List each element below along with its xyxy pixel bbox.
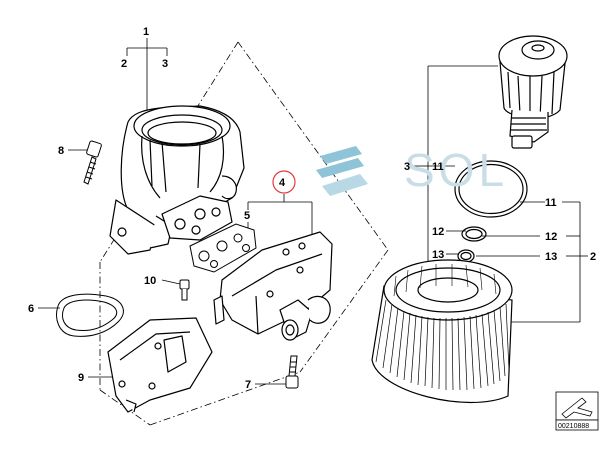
filter-cap-part-3 xyxy=(498,35,568,149)
callout-10: 10 xyxy=(144,275,156,287)
sol-watermark: SOL xyxy=(316,144,508,196)
bolt-part-7 xyxy=(285,355,299,389)
diagram-id-stamp: 00210888 xyxy=(555,391,599,431)
seal-part-12 xyxy=(461,226,487,242)
filter-pleats xyxy=(375,299,510,391)
callout-3: 3 xyxy=(162,58,168,70)
diagram-id: 00210888 xyxy=(558,423,589,430)
highlight-circle xyxy=(272,170,296,194)
arrow-stamp-icon xyxy=(561,397,593,419)
watermark-text: SOL xyxy=(404,144,508,196)
callout-right-2: 2 xyxy=(590,251,596,263)
callout-2: 2 xyxy=(121,58,127,70)
callout-right-12a: 12 xyxy=(432,226,444,238)
sol-watermark-icon xyxy=(316,146,368,196)
gasket-part-5 xyxy=(189,223,257,273)
oil-filter-housing xyxy=(109,105,245,255)
callout-right-3: 3 xyxy=(404,161,410,173)
callout-8: 8 xyxy=(58,145,64,157)
callout-right-13b: 13 xyxy=(545,251,557,263)
screw-part-10 xyxy=(179,279,190,301)
callout-right-11a: 11 xyxy=(432,161,444,173)
callout-9: 9 xyxy=(78,372,84,384)
oil-cooler-part-4 xyxy=(213,231,333,341)
bracket-part-9 xyxy=(107,317,213,413)
seal-part-6 xyxy=(56,293,124,337)
callout-4: 4 xyxy=(279,177,286,189)
callout-5: 5 xyxy=(244,210,250,222)
oring-part-11 xyxy=(454,160,528,218)
callout-labels: 1 2 3 4 5 6 7 8 9 10 3 11 12 13 11 12 13… xyxy=(28,26,596,391)
callout-1: 1 xyxy=(143,26,149,38)
callout-6: 6 xyxy=(28,303,34,315)
screw-part-8 xyxy=(83,140,102,185)
callout-right-12b: 12 xyxy=(545,231,557,243)
callout-right-13a: 13 xyxy=(432,249,444,261)
callout-right-11b: 11 xyxy=(545,197,557,209)
filter-element-part-2 xyxy=(371,259,513,403)
callout-7: 7 xyxy=(245,379,251,391)
